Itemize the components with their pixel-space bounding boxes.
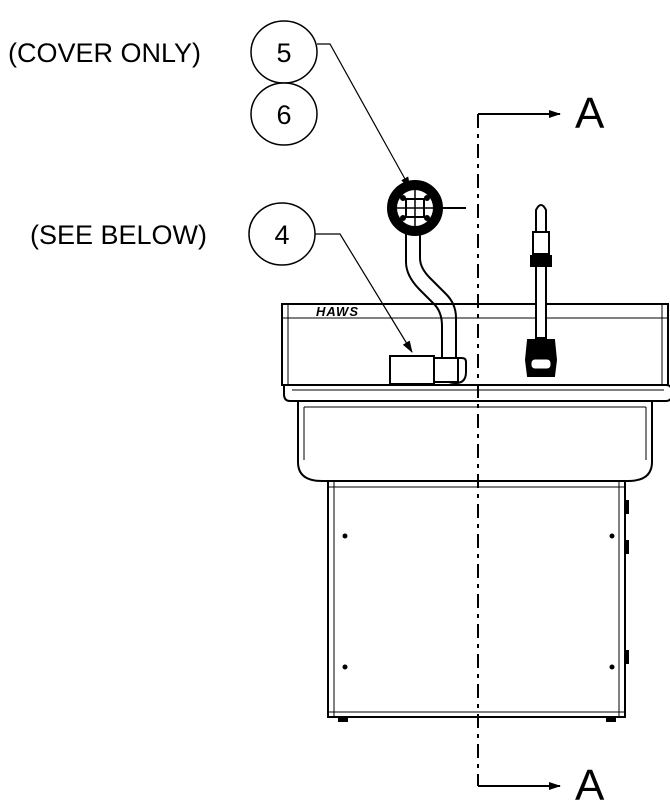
cabinet [327, 480, 629, 722]
valve-block [389, 355, 459, 385]
brand-logo: HAWS [316, 304, 359, 319]
callout-see-below-label: (SEE BELOW) [30, 220, 207, 250]
faucet [524, 204, 558, 377]
balloon-4: 4 [248, 202, 316, 266]
section-marker-top: A [575, 89, 605, 138]
balloon-5: 5 [250, 20, 318, 84]
section-marker-bottom: A [575, 761, 605, 804]
balloon-4-number: 4 [274, 220, 289, 250]
eyewash-head [387, 180, 466, 236]
bowl [297, 400, 653, 482]
section-line [477, 110, 561, 790]
balloon-6: 6 [250, 82, 318, 146]
cabinet-screws [342, 533, 615, 670]
balloon-6-number: 6 [276, 100, 291, 130]
leader-lines [315, 43, 413, 353]
callout-cover-only-label: (COVER ONLY) [8, 38, 201, 68]
balloon-5-number: 5 [276, 38, 291, 68]
